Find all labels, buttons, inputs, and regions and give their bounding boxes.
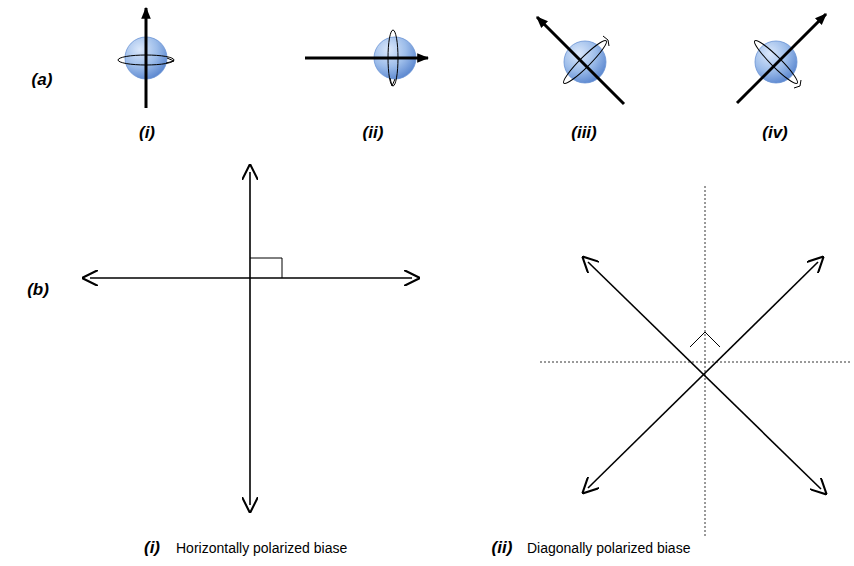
rectilinear-basis	[90, 172, 412, 505]
spin-particle	[118, 8, 174, 108]
spin-particle	[537, 17, 624, 104]
spin-particle	[305, 30, 428, 86]
sub-label: (ii)	[492, 538, 513, 558]
panel-label: (a)	[32, 70, 53, 90]
spin-particle	[737, 14, 826, 103]
diagonal-basis	[540, 186, 852, 538]
caption-text: Horizontally polarized biase	[176, 540, 347, 557]
sub-label: (ii)	[363, 123, 384, 143]
sub-label: (iii)	[571, 123, 597, 143]
sub-label: (i)	[144, 538, 160, 558]
sub-label: (i)	[139, 123, 155, 143]
sub-label: (iv)	[762, 123, 788, 143]
caption-text: Diagonally polarized biase	[527, 540, 690, 557]
panel-label: (b)	[27, 280, 49, 300]
